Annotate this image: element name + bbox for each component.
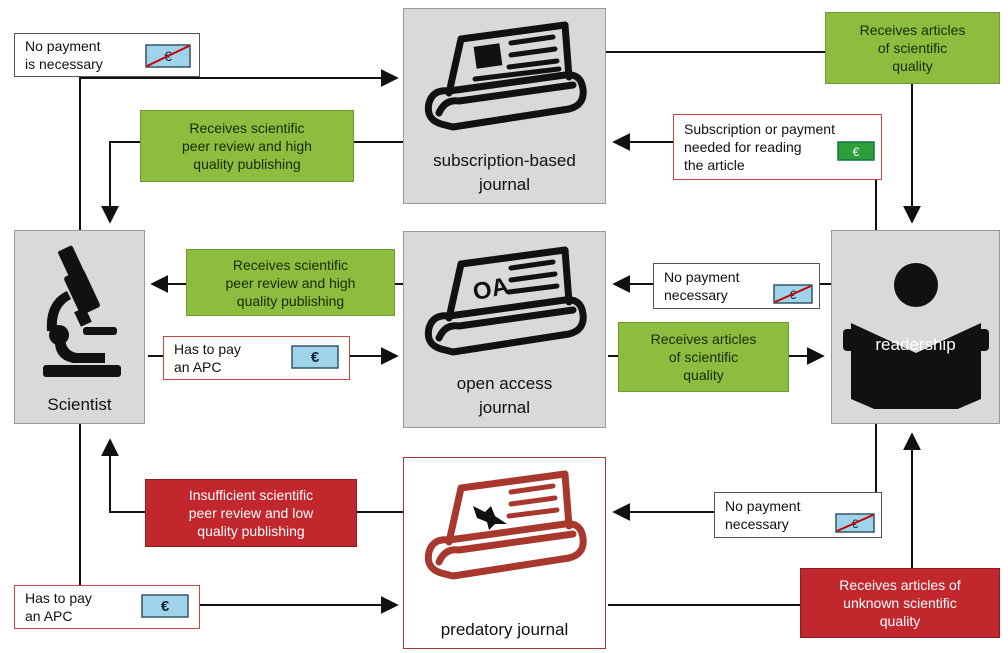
predatory-newspaper-icon: [424, 470, 587, 580]
reader-icon: [843, 263, 989, 409]
scientist-title: Scientist: [47, 395, 112, 414]
bird-icon: [473, 506, 507, 530]
open-access-journal-title: open access journal: [404, 372, 605, 420]
open-access-journal-node: OA open access journal: [403, 231, 606, 428]
predatory-journal-title: predatory journal: [440, 620, 569, 639]
subscription-journal-title: subscription-based journal: [404, 149, 605, 197]
green-banknote-icon: €: [837, 141, 875, 161]
euro-banknote-icon: €: [141, 594, 189, 618]
oa-caption-line1: open access: [456, 374, 553, 393]
oa-cover-text: OA: [471, 272, 512, 306]
svg-text:€: €: [161, 598, 170, 615]
scientist-node: Scientist: [14, 230, 145, 424]
microscope-icon: [43, 245, 121, 377]
subscription-caption-line1: subscription-based: [433, 151, 576, 170]
oa-caption-line2: journal: [478, 398, 531, 417]
svg-text:€: €: [311, 349, 320, 366]
crossed-euro-note-icon: €: [773, 284, 813, 304]
predatory-journal-node: predatory journal: [403, 457, 606, 649]
readership-title: readership: [875, 335, 956, 354]
crossed-euro-note-icon: €: [835, 513, 875, 533]
crossed-euro-note-icon: €: [145, 44, 191, 68]
subscription-caption-line2: journal: [478, 175, 531, 194]
subscription-journal-node: subscription-based journal: [403, 8, 606, 204]
euro-banknote-icon: €: [291, 345, 339, 369]
readership-node: readership: [831, 230, 1000, 424]
flow-scientist-to-subscription: [79, 69, 399, 230]
oa-newspaper-icon: OA: [424, 246, 587, 356]
svg-text:€: €: [853, 145, 860, 159]
newspaper-icon: [424, 21, 587, 131]
